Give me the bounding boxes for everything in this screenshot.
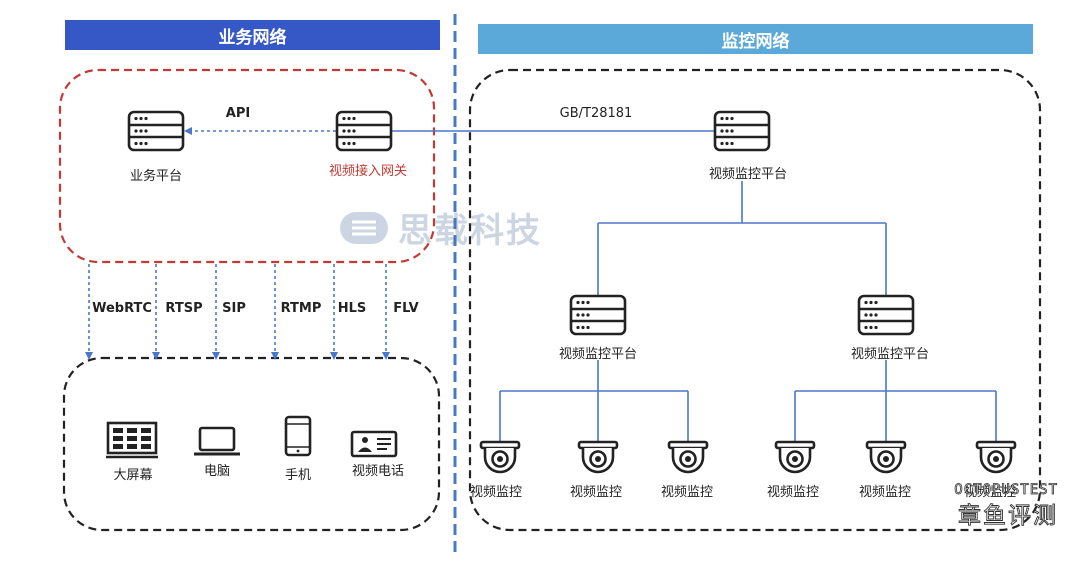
- laptop-icon: [194, 426, 240, 456]
- siqi-logo-icon: [340, 211, 388, 244]
- computer-label: 电脑: [203, 464, 231, 479]
- business-platform-group: [58, 68, 436, 264]
- corner-watermark: OCTOPUSTEST 章鱼评测: [954, 482, 1058, 530]
- big-screen-icon: [106, 421, 158, 459]
- camera-icon-2: [577, 440, 619, 474]
- big-screen-label: 大屏幕: [113, 468, 153, 483]
- right-monitoring-platform-server-icon: [857, 294, 915, 336]
- video-gateway-server-icon: [335, 110, 393, 152]
- client-devices-group: [62, 356, 441, 532]
- camera-icon-3: [667, 440, 709, 474]
- business-platform-server-icon: [127, 110, 185, 152]
- protocol-label-webrtc: WebRTC: [92, 301, 152, 316]
- camera-label: 视频监控: [660, 485, 714, 500]
- business-network-title: 业务网络: [218, 27, 287, 48]
- camera-icon-1: [479, 440, 521, 474]
- left-monitoring-platform-label: 视频监控平台: [558, 347, 638, 362]
- video-phone-icon: [350, 430, 398, 458]
- business-network-header: 业务网络: [65, 20, 440, 50]
- top-monitoring-platform-label: 视频监控平台: [708, 167, 788, 182]
- center-watermark-text: 思载科技: [398, 211, 542, 251]
- gbt28181-label: GB/T28181: [559, 106, 633, 121]
- camera-icon-4: [774, 440, 816, 474]
- protocol-arrowheads: [85, 352, 390, 360]
- protocol-label-rtsp: RTSP: [165, 301, 203, 316]
- camera-label: 视频监控: [569, 485, 623, 500]
- monitoring-network-group: [468, 68, 1042, 532]
- protocol-label-flv: FLV: [393, 301, 419, 316]
- protocol-arrows: [88, 264, 387, 353]
- business-platform-label: 业务平台: [129, 169, 183, 184]
- mobile-phone-icon: [284, 415, 312, 457]
- corner-watermark-title: 章鱼评测: [958, 503, 1058, 530]
- camera-label: 视频监控: [963, 485, 1017, 500]
- left-monitoring-platform-server-icon: [569, 294, 627, 336]
- camera-icon-6: [975, 440, 1017, 474]
- corner-watermark-brand: OCTOPUSTEST: [954, 482, 1058, 499]
- video-phone-label: 视频电话: [351, 464, 405, 479]
- mobile-phone-label: 手机: [284, 468, 312, 483]
- api-arrowhead: [184, 127, 192, 135]
- right-monitoring-platform-label: 视频监控平台: [850, 347, 930, 362]
- monitoring-network-header: 监控网络: [478, 24, 1033, 54]
- center-watermark: 思载科技: [338, 203, 542, 252]
- monitoring-network-title: 监控网络: [721, 31, 790, 52]
- camera-label: 视频监控: [858, 485, 912, 500]
- video-gateway-label: 视频接入网关: [328, 164, 408, 179]
- protocol-label-hls: HLS: [337, 301, 367, 316]
- protocol-label-rtmp: RTMP: [280, 301, 322, 316]
- api-label: API: [225, 106, 251, 121]
- monitoring-tree-connectors: [499, 181, 997, 442]
- top-monitoring-platform-server-icon: [713, 110, 771, 152]
- camera-label: 视频监控: [469, 485, 523, 500]
- camera-label: 视频监控: [766, 485, 820, 500]
- camera-icon-5: [865, 440, 907, 474]
- protocol-label-sip: SIP: [222, 301, 246, 316]
